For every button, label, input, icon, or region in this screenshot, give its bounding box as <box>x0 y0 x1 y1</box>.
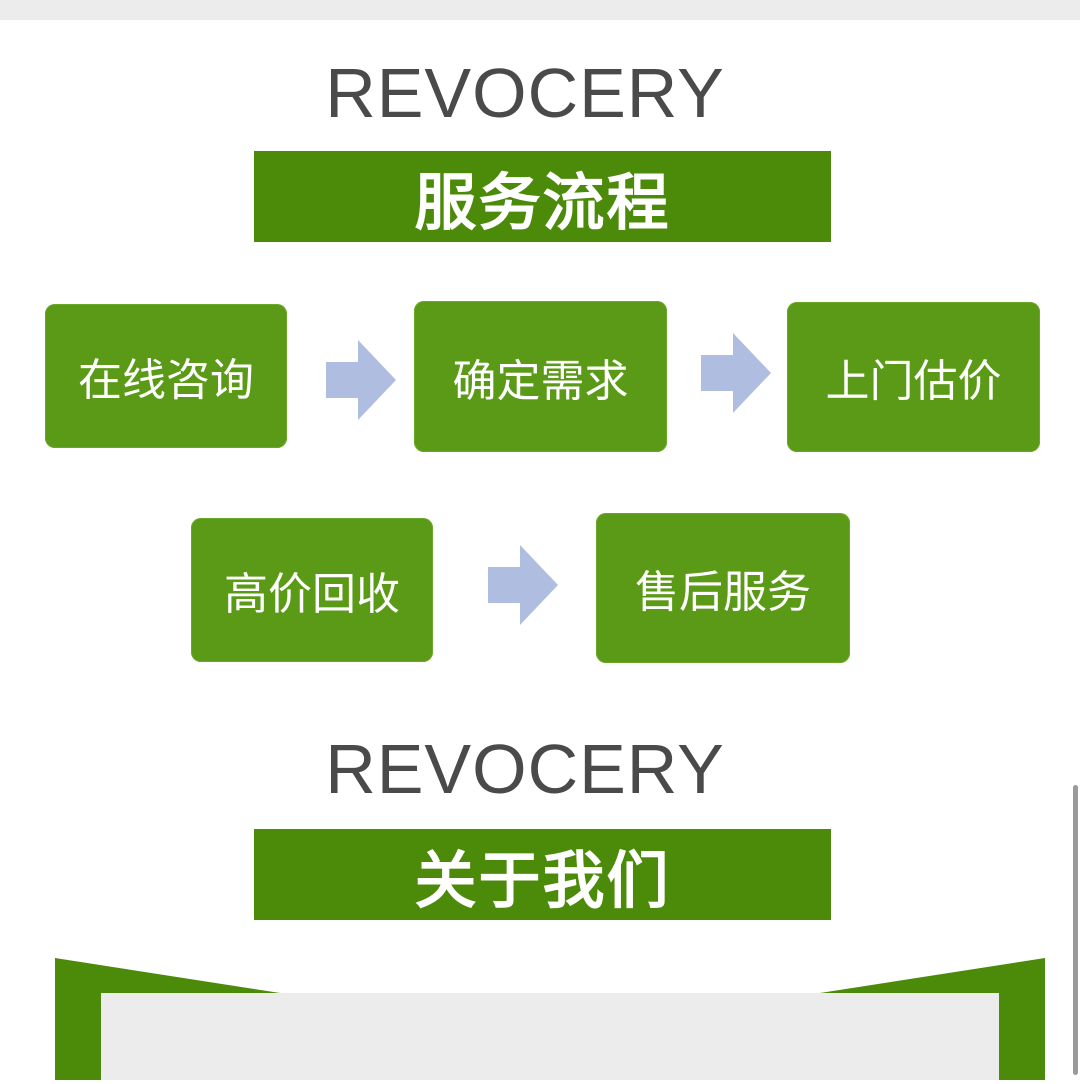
step-confirm-needs[interactable]: 确定需求 <box>414 301 667 452</box>
step-onsite-valuation[interactable]: 上门估价 <box>787 302 1040 452</box>
arrow-right-icon <box>326 340 396 420</box>
top-strip <box>0 0 1080 20</box>
service-process-title: 服务流程 <box>254 151 831 242</box>
arrow-right-icon <box>488 545 558 625</box>
step-online-consult[interactable]: 在线咨询 <box>45 304 287 448</box>
about-us-title: 关于我们 <box>254 829 831 920</box>
step-after-sales[interactable]: 售后服务 <box>596 513 850 663</box>
service-brand-text: REVOCERY <box>325 54 725 132</box>
arrow-right-icon <box>701 333 771 413</box>
about-image-placeholder <box>101 993 999 1080</box>
about-brand-text: REVOCERY <box>325 730 725 808</box>
step-high-price-recycle[interactable]: 高价回收 <box>191 518 433 662</box>
scrollbar[interactable] <box>1073 785 1078 1075</box>
